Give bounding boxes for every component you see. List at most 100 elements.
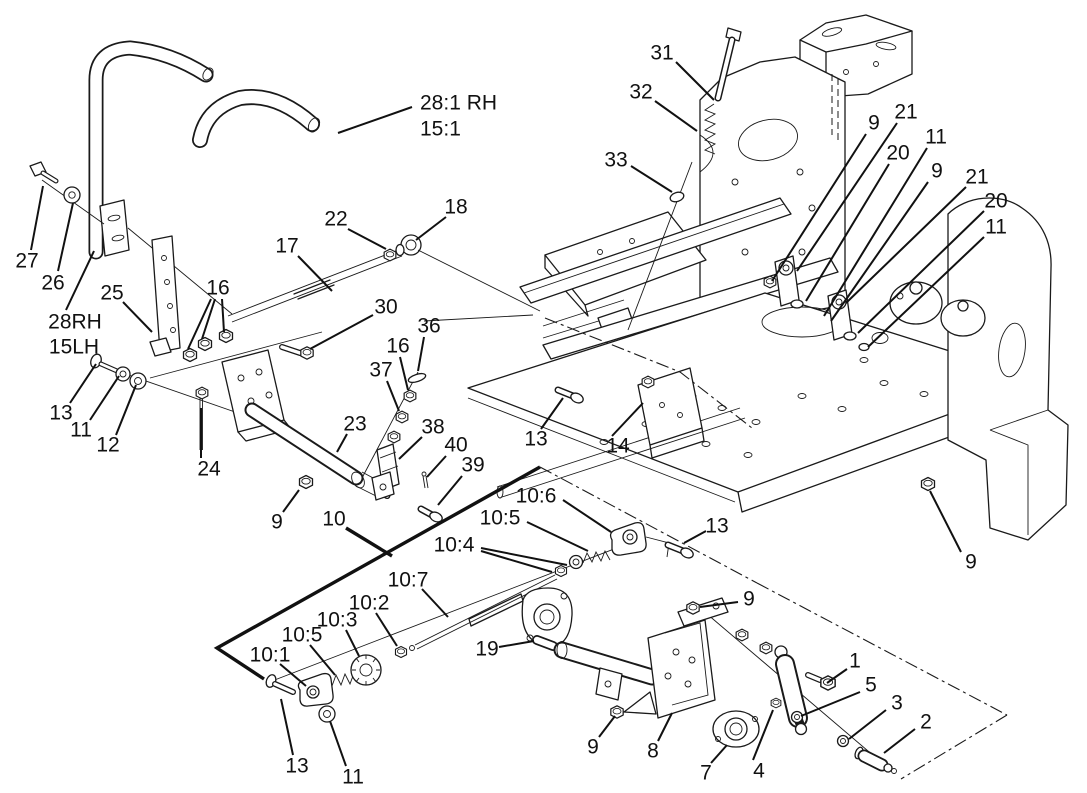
- pin-13-mid: [554, 386, 584, 404]
- callout-label-11: 11: [985, 216, 1007, 239]
- callout-leader-9: [830, 181, 929, 322]
- callout-leader-9: [929, 490, 962, 553]
- cotter-pin-40: [421, 471, 429, 489]
- callout-label-20: 20: [984, 190, 1007, 213]
- callout-label-25: 25: [100, 282, 123, 305]
- callout-leader-10:5: [526, 521, 589, 552]
- callout-leader-26: [57, 202, 74, 272]
- washer-10-4b: [568, 554, 584, 570]
- callout-leader-30: [309, 314, 374, 350]
- callout-leader-39: [437, 475, 463, 506]
- callout-leader-7: [710, 744, 728, 764]
- callout-leader-3: [848, 709, 887, 740]
- callout-leader-10:2: [375, 612, 398, 647]
- callout-label-9: 9: [587, 736, 599, 759]
- lever-mount-plate: [99, 199, 130, 257]
- washer-11-bottom: [318, 705, 336, 723]
- washer-5: [790, 710, 804, 724]
- callout-leader-11: [89, 375, 120, 421]
- callout-label-9: 9: [931, 160, 943, 183]
- clevis-10-6: [609, 521, 647, 556]
- jam-nut-22: [383, 248, 397, 262]
- bolt-13-bottom: [265, 674, 296, 695]
- callout-label-11: 11: [925, 126, 947, 149]
- callout-label-15LH: 15LH: [49, 336, 99, 359]
- callout-label-16: 16: [386, 335, 409, 358]
- nut-16c: [218, 328, 234, 344]
- callout-leader-9: [282, 489, 300, 513]
- callout-label-33: 33: [604, 149, 627, 172]
- callout-label-22: 22: [324, 208, 347, 231]
- damper: [774, 645, 808, 736]
- callout-label-13: 13: [524, 428, 547, 451]
- callout-label-24: 24: [197, 458, 221, 481]
- callout-label-1: 1: [849, 650, 861, 673]
- nut-16b: [197, 336, 213, 352]
- callout-label-20: 20: [886, 142, 909, 165]
- pivot-bracket-8: [623, 597, 729, 719]
- callout-leader-33: [630, 165, 673, 193]
- callout-leader-8: [657, 712, 673, 742]
- callout-leader-31: [675, 61, 715, 101]
- callout-leader-18: [415, 216, 447, 241]
- callout-leader-21: [796, 122, 898, 272]
- bracket-14: [637, 367, 705, 459]
- callout-leader-19: [498, 640, 535, 648]
- callout-leader-40: [426, 455, 447, 478]
- spring-coupler-2: [854, 746, 897, 774]
- spring-10-5-upper: [582, 549, 611, 564]
- callout-label-39: 39: [461, 454, 484, 477]
- callout-leader-1: [826, 668, 848, 684]
- nut-9-left: [610, 705, 624, 719]
- callout-leader-9: [598, 715, 616, 738]
- callout-label-10:2: 10:2: [349, 592, 390, 615]
- callout-label-28RH: 28RH: [48, 311, 102, 334]
- callout-leader-20: [857, 210, 985, 334]
- callout-leader-22: [347, 228, 387, 250]
- callout-leader-16: [187, 298, 212, 350]
- friction-adjust-assembly: [265, 521, 694, 723]
- callout-leader-10:3: [345, 629, 360, 657]
- callout-label-37: 37: [369, 359, 392, 382]
- callout-label-10:6: 10:6: [516, 485, 557, 508]
- callout-label-9: 9: [743, 588, 755, 611]
- callout-leader-12: [115, 384, 137, 436]
- caster-pivot-assembly: [553, 597, 897, 774]
- callout-leader-10:4: [480, 547, 568, 566]
- callout-label-9: 9: [868, 112, 880, 135]
- callout-leader-10:7: [421, 588, 449, 618]
- washer-36: [407, 372, 427, 384]
- callout-leader-10:4: [480, 550, 553, 573]
- callout-label-10:5: 10:5: [480, 507, 521, 530]
- motion-control-lever: [29, 40, 321, 353]
- callout-label-28:1 RH: 28:1 RH: [420, 92, 497, 115]
- bushing-33: [669, 191, 685, 203]
- callout-leader-23: [336, 433, 348, 453]
- bolt-30: [279, 344, 314, 360]
- callout-label-8: 8: [647, 740, 659, 763]
- callout-label-10: 10: [322, 508, 345, 531]
- nut-16a: [182, 347, 198, 363]
- callout-label-5: 5: [865, 674, 877, 697]
- flange-bushing-7: [712, 710, 760, 748]
- callout-label-31: 31: [650, 42, 673, 65]
- callout-label-7: 7: [700, 762, 712, 785]
- callout-label-10:4: 10:4: [434, 534, 475, 557]
- callout-leader-21: [845, 186, 967, 304]
- machine-frame: [467, 14, 1069, 541]
- callout-label-19: 19: [475, 638, 498, 661]
- callout-label-12: 12: [96, 434, 119, 457]
- callout-label-38: 38: [421, 416, 444, 439]
- callout-label-18: 18: [444, 196, 467, 219]
- callout-label-32: 32: [629, 81, 652, 104]
- callout-leader-10:1: [279, 663, 307, 687]
- callout-label-17: 17: [275, 235, 298, 258]
- callout-leader-27: [30, 185, 44, 251]
- pivot-bracket-assembly: [90, 328, 391, 500]
- nut-9-mid: [298, 474, 314, 490]
- callout-label-30: 30: [374, 296, 397, 319]
- spacer-24: [149, 337, 172, 357]
- clevis-pin-39: [417, 505, 443, 523]
